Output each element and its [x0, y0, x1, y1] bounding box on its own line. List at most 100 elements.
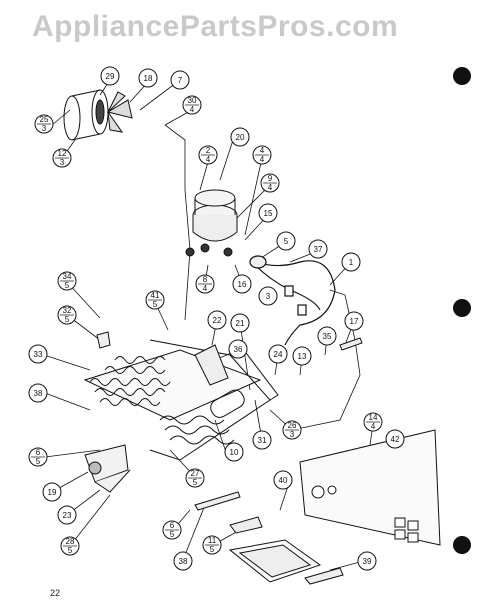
svg-text:4: 4: [206, 155, 211, 164]
callout-26-3: 263: [282, 420, 302, 440]
svg-text:28: 28: [66, 537, 75, 546]
callout-13: 13: [292, 346, 312, 366]
registration-dot-middle: [453, 299, 471, 317]
svg-text:10: 10: [230, 448, 239, 457]
svg-text:24: 24: [274, 350, 283, 359]
callout-37: 37: [308, 239, 328, 259]
callout-29: 29: [100, 66, 120, 86]
svg-text:5: 5: [193, 478, 198, 487]
svg-text:30: 30: [188, 96, 197, 105]
svg-text:5: 5: [153, 300, 158, 309]
callout-9-4: 94: [260, 173, 280, 193]
svg-text:3: 3: [60, 158, 65, 167]
callout-2-4: 24: [198, 145, 218, 165]
svg-text:3: 3: [266, 292, 271, 301]
svg-text:4: 4: [190, 105, 195, 114]
registration-dot-bottom: [453, 536, 471, 554]
callout-32-5: 325: [57, 305, 77, 325]
callout-22: 22: [207, 310, 227, 330]
callout-1: 1: [341, 252, 361, 272]
svg-text:5: 5: [68, 546, 73, 555]
callout-15: 15: [258, 203, 278, 223]
callout-36: 36: [228, 339, 248, 359]
svg-text:4: 4: [371, 422, 376, 431]
svg-text:5: 5: [65, 315, 70, 324]
svg-text:41: 41: [151, 291, 160, 300]
svg-text:5: 5: [284, 237, 289, 246]
svg-text:16: 16: [238, 280, 247, 289]
svg-text:4: 4: [268, 183, 273, 192]
compressor: [185, 189, 238, 257]
svg-text:4: 4: [203, 284, 208, 293]
callout-7: 7: [170, 70, 190, 90]
wiring-harness: [249, 255, 336, 346]
callout-25-3: 253: [34, 114, 54, 134]
svg-text:31: 31: [258, 436, 267, 445]
callout-38-upper: 38: [28, 383, 48, 403]
svg-text:34: 34: [63, 272, 72, 281]
svg-text:11: 11: [208, 536, 217, 545]
svg-text:12: 12: [58, 149, 67, 158]
callout-6-5-lower: 65: [162, 520, 182, 540]
callout-5: 5: [276, 231, 296, 251]
svg-text:8: 8: [203, 275, 208, 284]
callout-33: 33: [28, 344, 48, 364]
callout-35: 35: [317, 326, 337, 346]
svg-text:20: 20: [236, 133, 245, 142]
condenser-fan-motor: [63, 89, 133, 141]
svg-text:42: 42: [391, 435, 400, 444]
svg-text:29: 29: [106, 72, 115, 81]
drain-bracket: [84, 444, 131, 493]
svg-text:38: 38: [179, 557, 188, 566]
svg-text:22: 22: [213, 316, 222, 325]
callout-19: 19: [42, 482, 62, 502]
svg-text:2: 2: [206, 146, 211, 155]
callout-10: 10: [224, 442, 244, 462]
control-panel: [299, 429, 441, 546]
callout-3: 3: [258, 286, 278, 306]
mounting-brackets: [96, 331, 363, 585]
callout-20: 20: [230, 127, 250, 147]
svg-text:5: 5: [36, 457, 41, 466]
svg-text:21: 21: [236, 319, 245, 328]
svg-text:23: 23: [63, 511, 72, 520]
svg-text:37: 37: [314, 245, 323, 254]
callout-24: 24: [268, 344, 288, 364]
svg-text:5: 5: [170, 530, 175, 539]
svg-text:26: 26: [288, 421, 297, 430]
svg-text:33: 33: [34, 350, 43, 359]
watermark: AppliancePartsPros.com: [32, 10, 399, 43]
svg-text:5: 5: [210, 545, 215, 554]
svg-text:35: 35: [323, 332, 332, 341]
callout-group: 29 18 7 253 123 304 20 24 44 94 15 5 37 …: [28, 66, 405, 571]
svg-text:7: 7: [178, 76, 183, 85]
callout-6-5-left: 65: [28, 447, 48, 467]
callout-39: 39: [357, 551, 377, 571]
callout-27-5: 275: [185, 468, 205, 488]
callout-16: 16: [232, 274, 252, 294]
callout-8-4: 84: [195, 274, 215, 294]
callout-42: 42: [385, 429, 405, 449]
page-number: 22: [50, 588, 61, 598]
svg-text:4: 4: [260, 155, 265, 164]
callout-18: 18: [138, 68, 158, 88]
svg-text:13: 13: [298, 352, 307, 361]
svg-text:1: 1: [349, 258, 354, 267]
svg-text:14: 14: [369, 413, 378, 422]
svg-text:3: 3: [42, 124, 47, 133]
svg-text:38: 38: [34, 389, 43, 398]
callout-34-5: 345: [57, 271, 77, 291]
callout-28-5: 285: [60, 536, 80, 556]
svg-text:15: 15: [264, 209, 273, 218]
callout-12-3: 123: [52, 148, 72, 168]
callout-23: 23: [57, 505, 77, 525]
callout-41-5: 415: [145, 290, 165, 310]
svg-text:5: 5: [65, 281, 70, 290]
svg-text:4: 4: [260, 146, 265, 155]
callout-40: 40: [273, 470, 293, 490]
callout-31: 31: [252, 430, 272, 450]
svg-text:27: 27: [191, 469, 200, 478]
callout-4-4: 44: [252, 145, 272, 165]
svg-text:17: 17: [350, 317, 359, 326]
